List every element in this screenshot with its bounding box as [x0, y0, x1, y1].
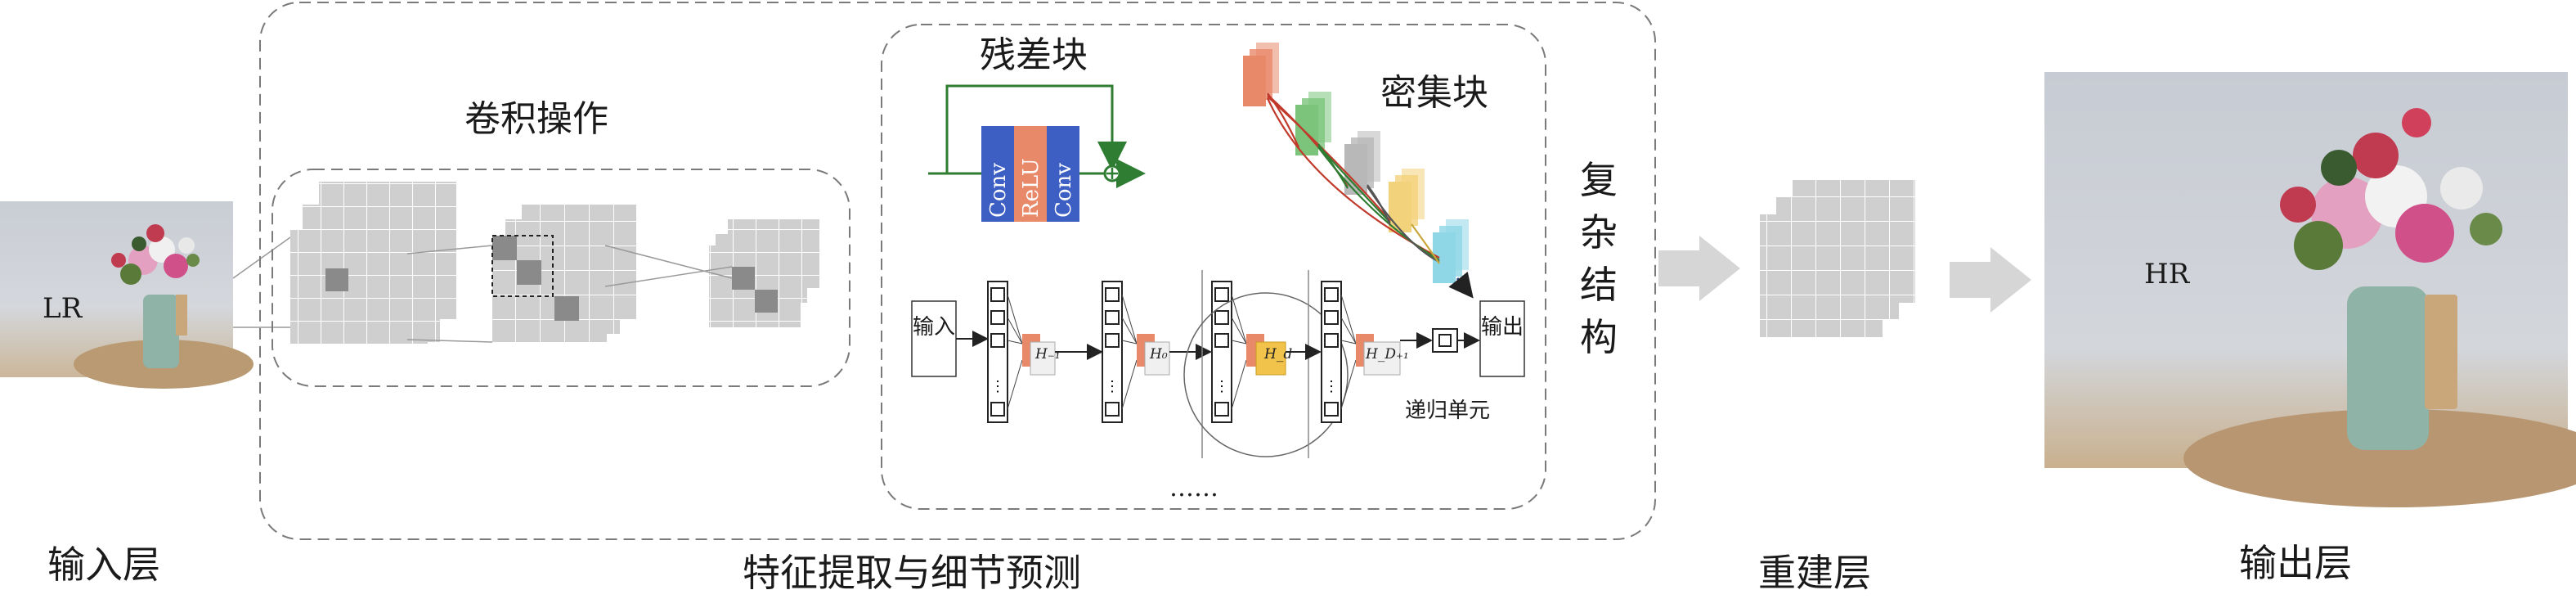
residual-relu: [1014, 126, 1047, 222]
stage-label-input: 输入层: [47, 543, 160, 587]
hr-image: [2044, 72, 2576, 507]
conv-grid-large: [290, 182, 456, 344]
recursive-stage-3: ⋮: [1169, 270, 1349, 458]
lr-image: [0, 201, 254, 389]
h-label-minus-1: H₋₁: [1034, 346, 1061, 363]
residual-layer-conv-2: Conv: [1052, 163, 1076, 218]
recursive-caption: 递归单元: [1405, 399, 1490, 423]
recursive-stage-2: ⋮: [1055, 281, 1170, 423]
residual-conv-2: [1047, 126, 1079, 222]
conv-section-title: 卷积操作: [464, 98, 608, 140]
complex-structure-label: 复 杂 结 构: [1580, 158, 1618, 359]
residual-title: 残差块: [980, 34, 1088, 76]
recursive-input-char-1: 输入: [913, 315, 955, 340]
dense-title: 密集块: [1380, 72, 1488, 114]
recursive-stage-4: ⋮: [1286, 281, 1401, 423]
h-label-d-plus-1: H_D₊₁: [1365, 346, 1409, 363]
complex-char-4: 构: [1580, 315, 1618, 359]
dense-layer-4: [1389, 169, 1425, 232]
stage-label-feature: 特征提取与细节预测: [743, 551, 1081, 595]
advanced-blocks-box: [881, 24, 1546, 510]
feature-extraction-box: [259, 2, 1656, 540]
residual-conv-1: [981, 126, 1014, 222]
residual-layer-relu: ReLU: [1019, 158, 1043, 218]
lr-label: LR: [43, 292, 83, 325]
dense-layer-2: [1295, 92, 1331, 155]
conv-grid-small: [709, 219, 819, 327]
recursive-unit: 输入 ⋮ ⋮: [911, 270, 1525, 458]
recursive-ellipsis: ……: [1169, 474, 1218, 502]
reconstruction-grids: [1760, 180, 1915, 337]
svg-text:⋮: ⋮: [1324, 378, 1339, 395]
h-label-0: H₀: [1149, 346, 1168, 363]
complex-char-3: 结: [1580, 263, 1618, 307]
svg-text:⋮: ⋮: [1105, 378, 1120, 395]
dense-layer-1: [1243, 43, 1279, 106]
svg-text:⋮: ⋮: [1214, 378, 1229, 395]
hr-label: HR: [2144, 258, 2191, 290]
conv-grid-medium: [491, 205, 636, 342]
dense-block: [1243, 43, 1474, 299]
recursive-input-box: [911, 300, 957, 377]
recursive-output-text: 输出: [1481, 315, 1524, 340]
recursive-stage-1: ⋮: [987, 281, 1056, 423]
dense-connections: [1266, 92, 1440, 264]
recursive-output-box: [1479, 300, 1525, 377]
residual-layer-conv-1: Conv: [986, 163, 1011, 218]
lr-to-grid-lines: [232, 236, 291, 328]
arrow-to-reconstruction: [1658, 236, 1740, 301]
stage-label-output: 输出层: [2239, 541, 2352, 585]
stage-label-recon: 重建层: [1758, 551, 1871, 595]
h-label-d: H_d: [1263, 346, 1292, 363]
arrow-to-output: [1950, 247, 2031, 313]
conv-connection-lines: [406, 245, 733, 343]
conv-section-box: [272, 169, 850, 387]
svg-text:⋮: ⋮: [990, 378, 1005, 395]
complex-char-2: 杂: [1580, 210, 1618, 254]
dense-layer-5: [1433, 219, 1469, 283]
complex-char-1: 复: [1580, 158, 1618, 202]
residual-block: [928, 84, 1146, 222]
